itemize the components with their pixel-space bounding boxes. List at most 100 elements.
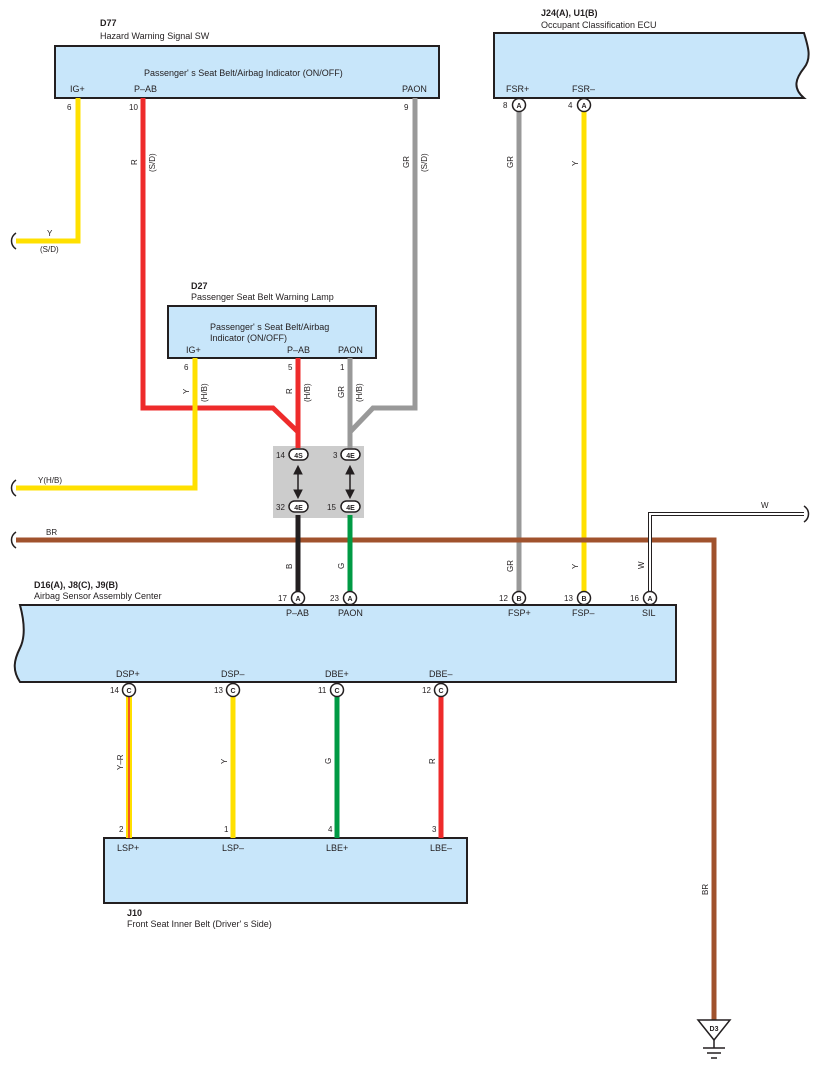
d16-pin-dbep-name: DBE+ [325,669,349,679]
junction-top-left-conn-id: 4S [294,453,303,460]
junction-bottom-left-num: 32 [276,503,285,512]
d16-pin-13c-conn: C [230,688,235,695]
d16-pin-23-conn: A [347,596,352,603]
d27-pin-paon-name: PAON [338,345,363,355]
break-mark-y-hb [10,479,17,497]
d27-pin-6-num: 6 [184,363,189,372]
j24-pin-8-circle: A [511,97,527,113]
junction-bottom-left-conn [288,500,309,513]
d77-pin-9-num: 9 [404,103,409,112]
wire-label-gr-hb: GR [337,386,346,398]
j10-pin-lbep-name: LBE+ [326,843,348,853]
d27-inner-label-1: Passenger' s Seat Belt/Airbag [210,322,329,332]
wire-y-sd [16,98,81,244]
junction-bottom-right-conn [340,500,361,513]
d77-name: Hazard Warning Signal SW [100,31,210,41]
d27-pin-5-num: 5 [288,363,293,372]
d16-pin-dspm-name: DSP– [221,669,245,679]
d16-pin-17-num: 17 [278,594,287,603]
wire-label-r-sd: R [130,159,139,165]
d16-pin-17-conn: A [295,596,300,603]
d16-pin-13b-circle: B [576,590,592,606]
ground-symbol [696,1019,732,1059]
j10-pin-lspp-name: LSP+ [117,843,139,853]
j24-name: Occupant Classification ECU [541,20,657,30]
j24-pin-fsrp-name: FSR+ [506,84,529,94]
d16-pin-16-conn: A [647,596,652,603]
j24-box [493,32,810,99]
d16-pin-14c-num: 14 [110,686,119,695]
wire-label-r-bottom: R [428,758,437,764]
wire-label-y-fsr: Y [571,160,580,166]
d16-pin-dbem-name: DBE– [429,669,453,679]
wire-label-r-hb: R [285,388,294,394]
junction-bottom-left-conn-id: 4E [294,505,303,512]
wire-y-hb [16,358,198,491]
d27-name: Passenger Seat Belt Warning Lamp [191,292,334,302]
d16-pin-13b-conn: B [581,596,586,603]
d16-pin-16-num: 16 [630,594,639,603]
d16-pin-sil-name: SIL [642,608,656,618]
d16-pin-dspp-name: DSP+ [116,669,140,679]
d16-pin-14c-conn: C [126,688,131,695]
wire-label-y-bottom: Y [220,758,229,764]
d16-pin-16-circle: A [642,590,658,606]
wire-label-y-sd: Y [47,229,53,238]
wire-label-gr-sd: GR [402,156,411,168]
wire-label-br-left: BR [46,528,57,537]
wire-label-gr-sd-note: (S/D) [420,153,429,172]
d16-pin-12c-num: 12 [422,686,431,695]
wire-label-w-lower: W [637,561,646,569]
d16-pin-11c-circle: C [329,682,345,698]
break-mark-w [803,505,810,523]
d16-pin-13c-circle: C [225,682,241,698]
wire-label-gr-hb-note: (H/B) [355,383,364,402]
wire-label-b-lower: B [285,564,294,569]
d77-pin-6-num: 6 [67,103,72,112]
j10-pin-3-num: 3 [432,825,437,834]
d27-pin-1-num: 1 [340,363,345,372]
d16-pin-14c-circle: C [121,682,137,698]
wire-label-gr-lower: GR [506,560,515,572]
d16-pin-23-num: 23 [330,594,339,603]
j10-pin-4-num: 4 [328,825,333,834]
wire-label-y-hb: Y [182,388,191,394]
j10-code: J10 [127,908,142,918]
d16-box [13,604,677,683]
d16-pin-12b-conn: B [516,596,521,603]
d16-code: D16(A), J8(C), J9(B) [34,580,118,590]
j24-pin-4-num: 4 [568,101,573,110]
wire-label-r-sd-note: (S/D) [148,153,157,172]
junction-top-left-conn [288,448,309,461]
j10-box [103,837,468,904]
wire-label-w-right: W [761,501,769,510]
wire-label-y-sd-note: (S/D) [40,245,59,254]
d77-pin-pab-name: P–AB [134,84,157,94]
j24-pin-4-circle: A [576,97,592,113]
d27-pin-pab-name: P–AB [287,345,310,355]
d16-pin-11c-conn: C [334,688,339,695]
d16-pin-23-circle: A [342,590,358,606]
d16-pin-12c-circle: C [433,682,449,698]
wire-label-y-hb-note: (H/B) [200,383,209,402]
d77-inner-label: Passenger' s Seat Belt/Airbag Indicator … [144,68,343,78]
wire-label-g-lower: G [337,563,346,569]
j24-pin-8-conn: A [516,103,521,110]
d27-box [167,305,377,359]
wire-label-y-lower: Y [571,563,580,569]
d27-pin-ig-name: IG+ [186,345,201,355]
d16-pin-12b-circle: B [511,590,527,606]
d16-pin-11c-num: 11 [318,686,327,695]
wire-label-br-right: BR [701,884,710,895]
d27-inner-label-2: Indicator (ON/OFF) [210,333,287,343]
wire-label-y-hb-left: Y(H/B) [38,476,62,485]
j24-pin-8-num: 8 [503,101,508,110]
wire-label-g-bottom: G [324,758,333,764]
d77-box [54,45,440,99]
wire-w-outline [648,512,804,592]
junction-bottom-right-conn-id: 4E [346,505,355,512]
d77-pin-10-num: 10 [129,103,138,112]
j24-code: J24(A), U1(B) [541,8,598,18]
j24-pin-4-conn: A [581,103,586,110]
